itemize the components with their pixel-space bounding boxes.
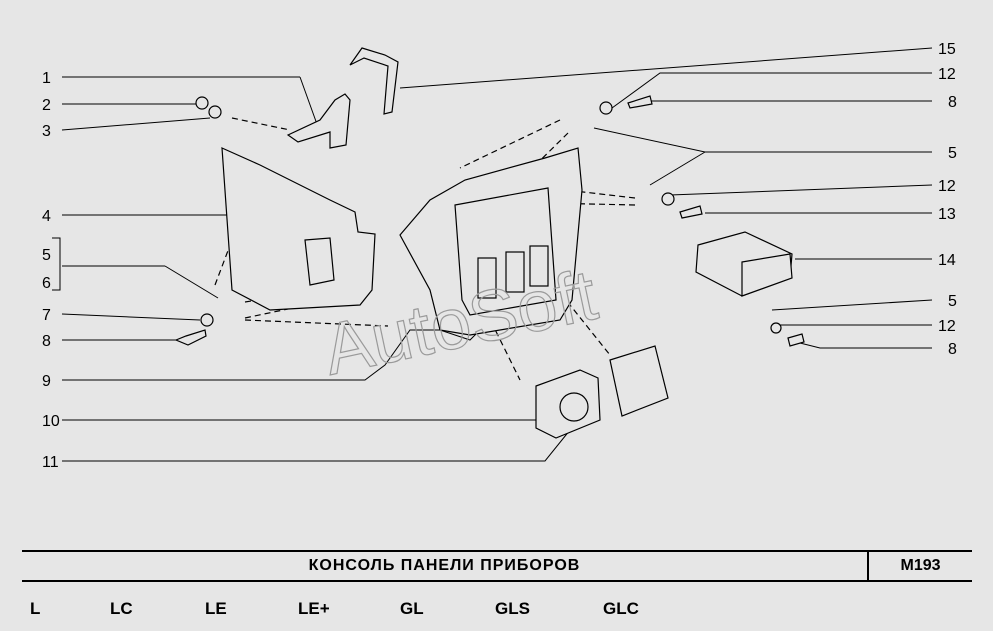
trim-levels: L LC LE LE+ GL GLS GLC bbox=[0, 594, 993, 624]
title-bar: КОНСОЛЬ ПАНЕЛИ ПРИБОРОВ M193 bbox=[22, 550, 972, 582]
title-divider bbox=[867, 552, 869, 580]
callout-14: 14 bbox=[938, 252, 956, 269]
callout-12: 12 bbox=[938, 66, 956, 83]
callout-15: 15 bbox=[938, 41, 956, 58]
callout-4: 4 bbox=[42, 208, 51, 225]
callout-9: 9 bbox=[42, 373, 51, 390]
callout-12: 12 bbox=[938, 318, 956, 335]
callout-3: 3 bbox=[42, 123, 51, 140]
callout-11: 11 bbox=[42, 454, 59, 471]
trim-level: LE bbox=[205, 599, 227, 618]
callout-13: 13 bbox=[938, 206, 956, 223]
diagram-code: M193 bbox=[900, 557, 941, 574]
callout-5: 5 bbox=[42, 247, 51, 264]
callout-7: 7 bbox=[42, 307, 51, 324]
callout-8: 8 bbox=[42, 333, 51, 350]
callout-6: 6 bbox=[42, 275, 51, 292]
trim-level: L bbox=[30, 599, 41, 618]
trim-level: GLS bbox=[495, 599, 530, 618]
callout-10: 10 bbox=[42, 413, 60, 430]
callout-5: 5 bbox=[948, 293, 957, 310]
callout-1: 1 bbox=[42, 70, 51, 87]
trim-level: LC bbox=[110, 599, 133, 618]
callout-12: 12 bbox=[938, 178, 956, 195]
trim-level: GLC bbox=[603, 599, 639, 618]
trim-level: LE+ bbox=[298, 599, 330, 618]
callout-2: 2 bbox=[42, 97, 51, 114]
callout-8: 8 bbox=[948, 94, 957, 111]
trim-level: GL bbox=[400, 599, 424, 618]
callout-8: 8 bbox=[948, 341, 957, 358]
diagram-title: КОНСОЛЬ ПАНЕЛИ ПРИБОРОВ bbox=[308, 557, 581, 574]
callout-5: 5 bbox=[948, 145, 957, 162]
